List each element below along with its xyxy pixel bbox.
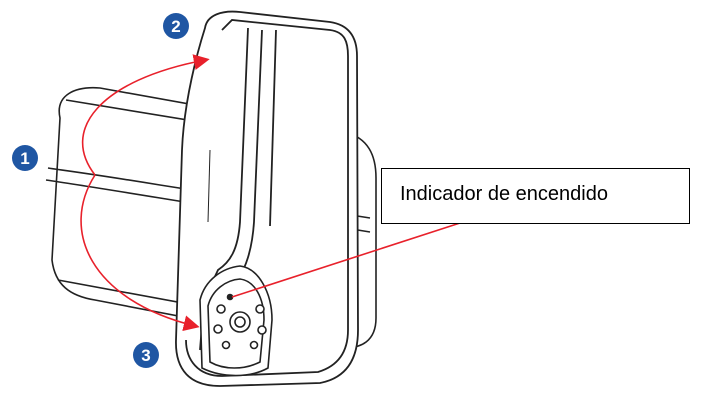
svg-text:3: 3 — [141, 346, 150, 365]
callout-label: Indicador de encendido — [400, 183, 608, 205]
panel-button-icon — [216, 304, 226, 314]
rotation-arrow-down — [80, 174, 200, 332]
step-badge-2: 2 — [163, 13, 189, 39]
panel-button-icon — [249, 340, 259, 350]
panel-button-icon — [221, 340, 231, 350]
panel-button-icon — [257, 325, 267, 335]
camera-lens-icon — [229, 311, 251, 333]
power-indicator-icon — [226, 293, 234, 301]
rotation-arrow-up — [81, 54, 210, 176]
control-panel — [199, 265, 273, 377]
step-badge-1: 1 — [12, 145, 38, 171]
step-badge-3: 3 — [133, 342, 159, 368]
svg-text:1: 1 — [20, 149, 29, 168]
callout-leader-line — [231, 222, 461, 298]
power-indicator-callout: Indicador de encendido — [381, 168, 690, 224]
panel-button-icon — [255, 304, 265, 314]
svg-text:2: 2 — [171, 17, 180, 36]
panel-button-icon — [213, 324, 223, 334]
